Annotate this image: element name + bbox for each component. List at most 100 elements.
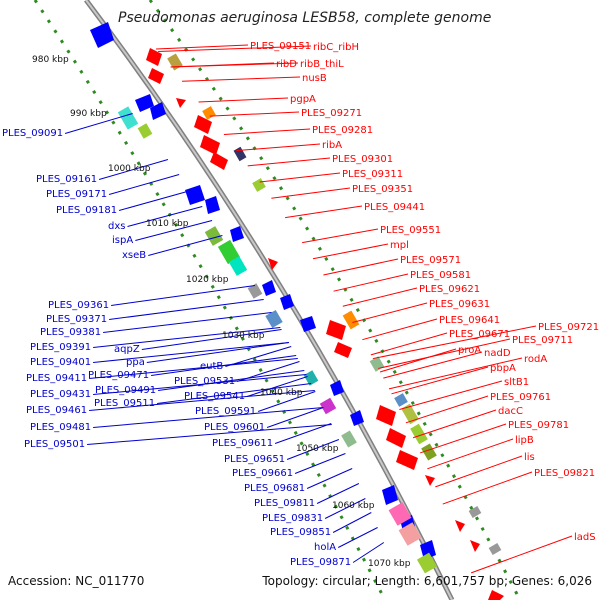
leader-line — [391, 366, 489, 395]
gene-label: pgpA — [290, 94, 316, 105]
leader-line — [93, 342, 289, 363]
gene-label: PLES_09271 — [301, 108, 362, 119]
gene-labels-right: PLES_09151 ribC_ribH ribD ribB_thiL nusB… — [250, 41, 599, 543]
gene-label: mpl — [390, 240, 409, 251]
leader-line — [93, 327, 281, 348]
gene-label: PLES_09511 — [94, 398, 155, 409]
gene-label: PLES_09091 — [2, 128, 63, 139]
gene-label: pbpA — [490, 363, 516, 374]
leader-line — [285, 205, 363, 219]
map-title: Pseudomonas aeruginosa LESB58, complete … — [118, 10, 491, 26]
leader-line — [323, 258, 399, 276]
leader-line — [271, 187, 351, 199]
leader-line — [170, 62, 299, 68]
gene-blocks-left — [117, 53, 438, 574]
reverse-strand-genes — [90, 22, 436, 560]
tick-label: 1050 kbp — [296, 444, 339, 454]
gene-label: PLES_09441 — [364, 202, 425, 213]
tick-label: 1000 kbp — [108, 164, 151, 174]
leader-lines-right — [156, 44, 573, 574]
gene-label: PLES_09171 — [46, 189, 107, 200]
leader-line — [111, 285, 256, 306]
leader-line — [372, 325, 537, 360]
gene-label: sltB1 — [504, 377, 529, 388]
tick-label: 1010 kbp — [146, 219, 189, 229]
leader-line — [294, 453, 346, 474]
leader-line — [383, 351, 483, 379]
gene-label: PLES_09641 — [439, 315, 500, 326]
gene-label: nadD — [484, 348, 511, 359]
gene-label: PLES_09431 — [30, 389, 91, 400]
leader-line — [246, 376, 308, 397]
gene-label: PLES_09611 — [212, 438, 273, 449]
dotted-track-right — [148, 0, 522, 600]
leader-line — [312, 243, 389, 260]
gene-label: PLES_09391 — [30, 342, 91, 353]
leader-line — [89, 390, 315, 411]
leader-line — [93, 407, 324, 428]
gene-label: PLES_09631 — [429, 299, 490, 310]
gene-label: PLES_09781 — [508, 420, 569, 431]
leader-line — [108, 174, 180, 195]
tick-label: 1060 kbp — [332, 501, 375, 511]
gene-label: nusB — [302, 73, 327, 84]
leader-line — [342, 287, 418, 307]
tick-label: 1040 kbp — [260, 388, 303, 398]
gene-label: dxs — [108, 221, 125, 232]
genome-summary-text: Topology: circular; Length: 6,601,757 bp… — [261, 574, 592, 588]
gene-label: ppa — [126, 357, 145, 368]
gene-label: eutB — [200, 361, 223, 372]
leader-line — [209, 111, 300, 117]
gene-label: PLES_09811 — [254, 498, 315, 509]
leader-line — [98, 159, 169, 180]
leader-line — [470, 535, 573, 574]
tick-label: 980 kbp — [32, 55, 69, 65]
leader-line — [405, 395, 489, 424]
accession-text: Accession: NC_011770 — [8, 574, 144, 588]
leader-line — [302, 228, 379, 244]
leader-line — [362, 318, 438, 341]
leader-line — [306, 468, 353, 489]
leader-line — [127, 206, 203, 227]
leader-line — [435, 455, 523, 488]
gene-label: PLES_09661 — [232, 468, 293, 479]
leader-line — [388, 357, 523, 390]
leader-line — [378, 338, 511, 369]
leader-line — [332, 512, 372, 533]
leader-line — [316, 483, 360, 504]
gene-labels-left: PLES_09091 PLES_09161 PLES_09171 PLES_09… — [2, 128, 351, 568]
leader-line — [247, 157, 331, 167]
leader-line — [266, 407, 324, 428]
gene-label: PLES_09821 — [534, 468, 595, 479]
gene-label: PLES_09581 — [410, 270, 471, 281]
leader-line — [146, 342, 290, 363]
gene-label: PLES_09761 — [490, 392, 551, 403]
gene-label: PLES_09151 — [250, 41, 311, 52]
gene-label: PLES_09471 — [88, 370, 149, 381]
gene-label: lipB — [515, 435, 534, 446]
leader-line — [89, 358, 298, 379]
leader-line — [286, 439, 340, 460]
leader-line — [64, 113, 133, 134]
gene-label: PLES_09361 — [48, 300, 109, 311]
leader-line — [198, 97, 289, 103]
gene-label: proA — [458, 345, 481, 356]
leader-line — [103, 312, 272, 333]
gene-label: PLES_09411 — [26, 373, 87, 384]
leader-line — [427, 438, 514, 470]
scale-ticks: 980 kbp 990 kbp 1000 kbp 1010 kbp 1020 k… — [32, 55, 411, 569]
gene-label: PLES_09671 — [449, 329, 510, 340]
leader-line — [338, 527, 378, 548]
leader-line — [109, 299, 264, 320]
leader-line — [236, 143, 321, 152]
leader-line — [274, 423, 332, 444]
leader-line — [379, 348, 457, 373]
tick-label: 1020 kbp — [186, 275, 229, 285]
leader-line — [419, 423, 507, 454]
gene-label: PLES_09281 — [312, 125, 373, 136]
leader-line — [158, 370, 305, 391]
leader-line — [151, 355, 297, 376]
leader-line — [259, 172, 341, 183]
gene-label: PLES_09851 — [270, 527, 331, 538]
